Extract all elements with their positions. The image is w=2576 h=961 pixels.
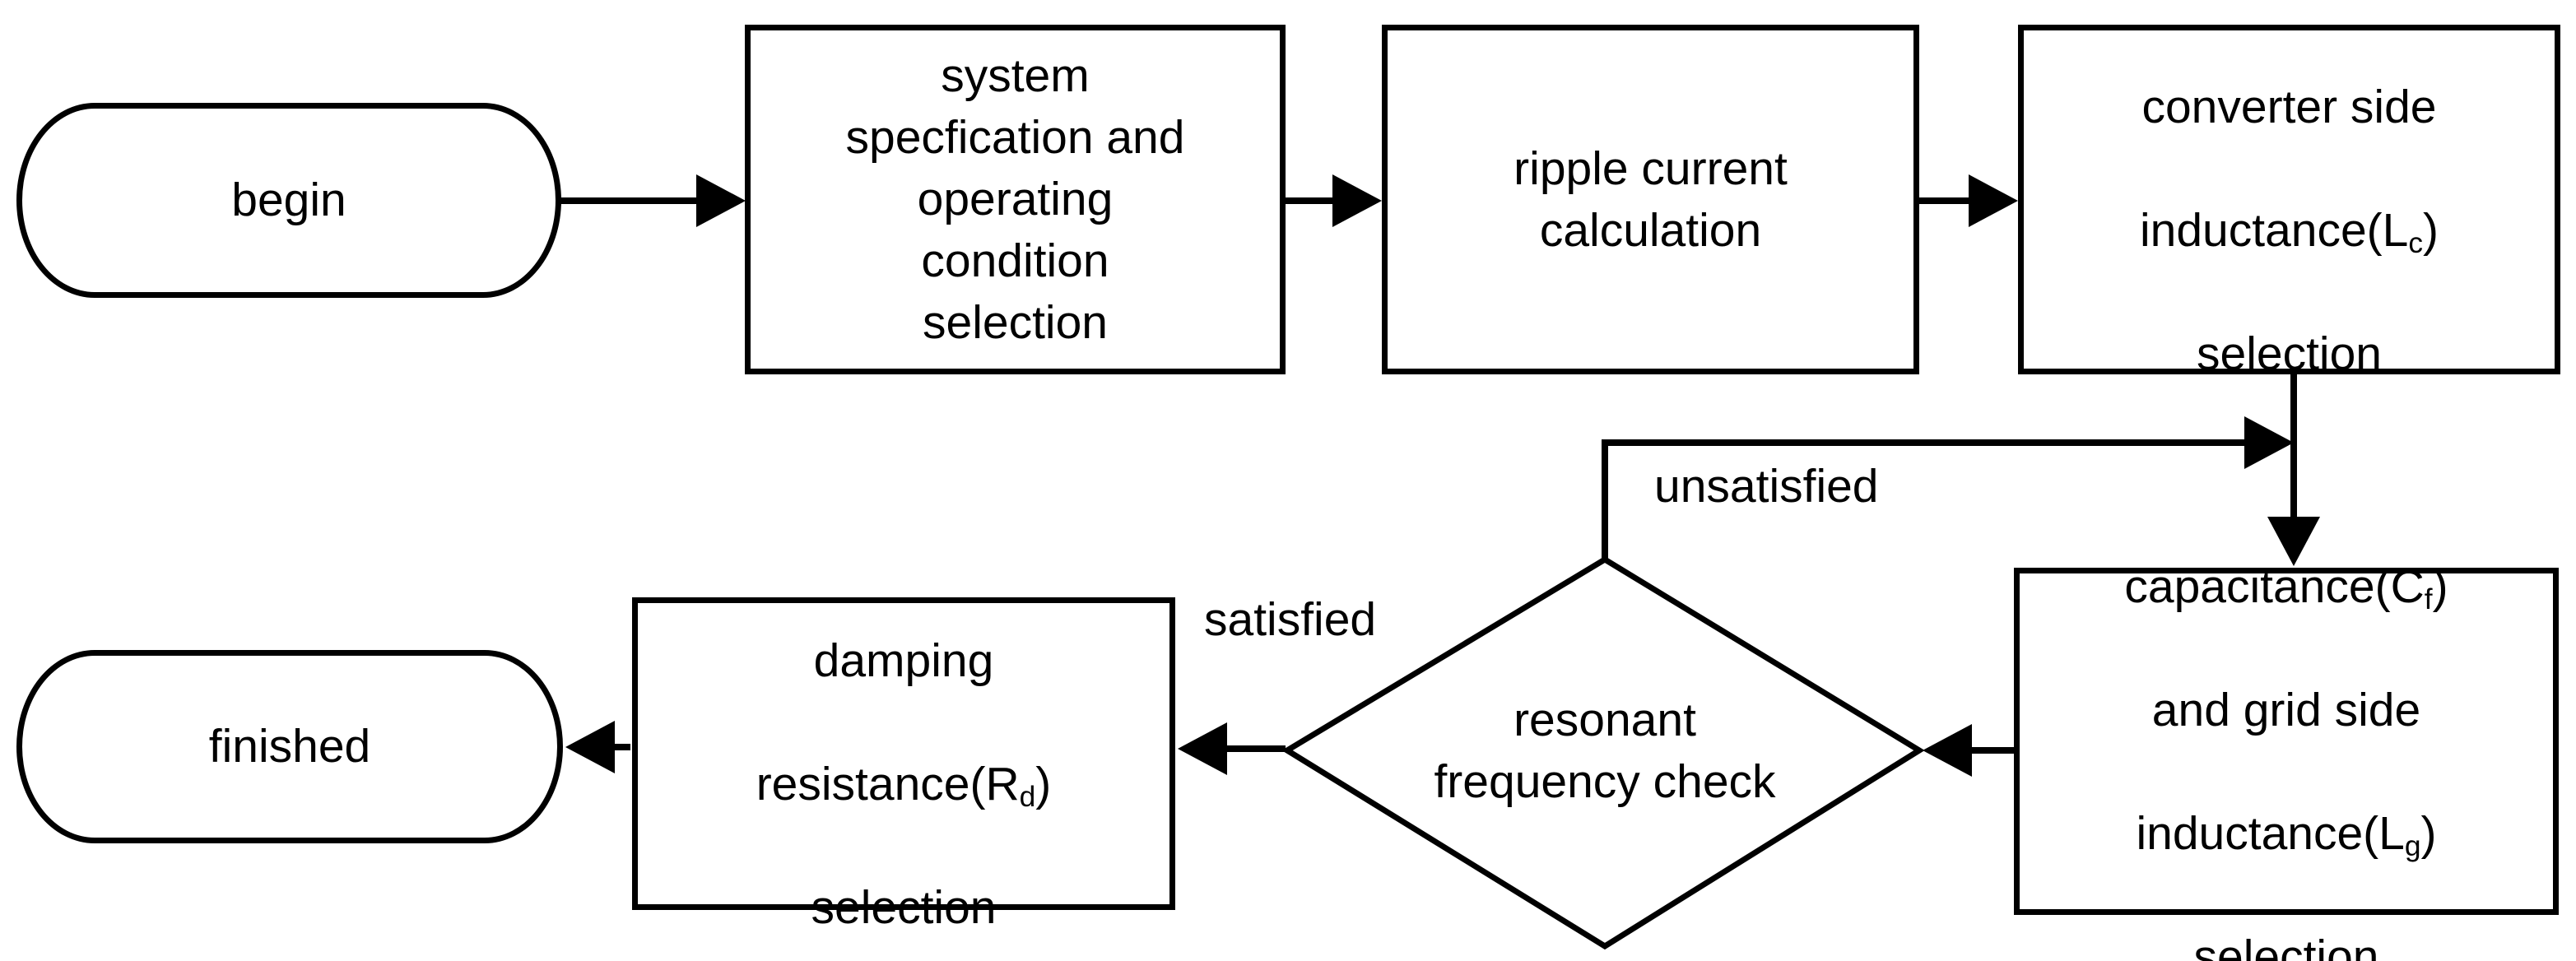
arrowhead-ripple-to-converter: [1969, 174, 2018, 227]
damping-line2-post: ): [1035, 758, 1052, 810]
node-damping-resistance: damping resistance(Rd) selection: [632, 597, 1175, 934]
node-ripple-current-calculation-label: ripple current calculation: [1514, 142, 1788, 257]
node-ripple-current-calculation: ripple current calculation: [1382, 25, 1919, 374]
node-converter-side-inductance: converter side inductance(Lc) selection: [2018, 25, 2560, 380]
node-begin: begin: [16, 103, 561, 298]
node-resonant-frequency-check-label: resonant frequency check: [1434, 693, 1776, 808]
capacitance-line3-subscript: g: [2404, 829, 2421, 862]
arrowhead-begin-to-spec: [696, 174, 746, 227]
node-resonant-frequency-check: resonant frequency check: [1350, 671, 1860, 831]
capacitance-line4: selection: [2193, 931, 2379, 961]
capacitance-line1: capacitance(Cf): [2124, 560, 2448, 615]
converter-line2-pre: inductance(L: [2139, 203, 2409, 257]
arrowhead-diamond-to-damping: [1178, 722, 1227, 775]
capacitance-line1-pre: capacitance(C: [2124, 560, 2425, 613]
node-system-specification-label: system specfication and operating condit…: [845, 49, 1185, 349]
arrowhead-capacitance-to-diamond: [1923, 724, 1972, 777]
converter-line1: converter side: [2141, 80, 2437, 133]
damping-line2-subscript: d: [1019, 780, 1036, 813]
damping-line2-pre: resistance(R: [756, 758, 1020, 810]
arrowhead-spec-to-ripple: [1332, 174, 1382, 227]
arrowhead-damping-to-finished: [565, 721, 615, 773]
capacitance-line1-subscript: f: [2424, 583, 2433, 615]
node-finished-label: finished: [208, 720, 371, 773]
converter-line2-subscript: c: [2408, 226, 2424, 259]
node-damping-resistance-label: damping resistance(Rd) selection: [756, 569, 1052, 939]
damping-line1: damping: [813, 634, 994, 687]
capacitance-line3: inductance(Lg): [2136, 807, 2437, 862]
node-system-specification: system specfication and operating condit…: [745, 25, 1286, 374]
node-capacitance-grid-inductance: capacitance(Cf) and grid side inductance…: [2014, 560, 2559, 961]
arrowhead-into-capacitance: [2267, 517, 2320, 566]
node-converter-side-inductance-label: converter side inductance(Lc) selection: [2140, 15, 2439, 385]
capacitance-line2: and grid side: [2151, 684, 2421, 736]
edge-label-satisfied: satisfied: [1204, 593, 1377, 646]
converter-line3: selection: [2197, 327, 2382, 380]
node-begin-label: begin: [231, 174, 346, 226]
converter-line2: inductance(Lc): [2139, 203, 2439, 259]
capacitance-line3-post: ): [2420, 807, 2437, 860]
edge-label-unsatisfied: unsatisfied: [1654, 460, 1879, 513]
capacitance-line3-pre: inductance(L: [2136, 807, 2405, 860]
node-capacitance-grid-inductance-label: capacitance(Cf) and grid side inductance…: [2124, 494, 2448, 961]
damping-line2: resistance(Rd): [756, 758, 1052, 813]
node-finished: finished: [16, 650, 563, 843]
decision-diamond-shape: [1281, 555, 1925, 950]
capacitance-line1-post: ): [2432, 560, 2448, 613]
damping-line3: selection: [811, 881, 997, 934]
arrowhead-unsatisfied-junction: [2244, 416, 2294, 469]
converter-line2-post: ): [2423, 203, 2439, 257]
edge-unsatisfied-loop: [1602, 439, 2252, 563]
